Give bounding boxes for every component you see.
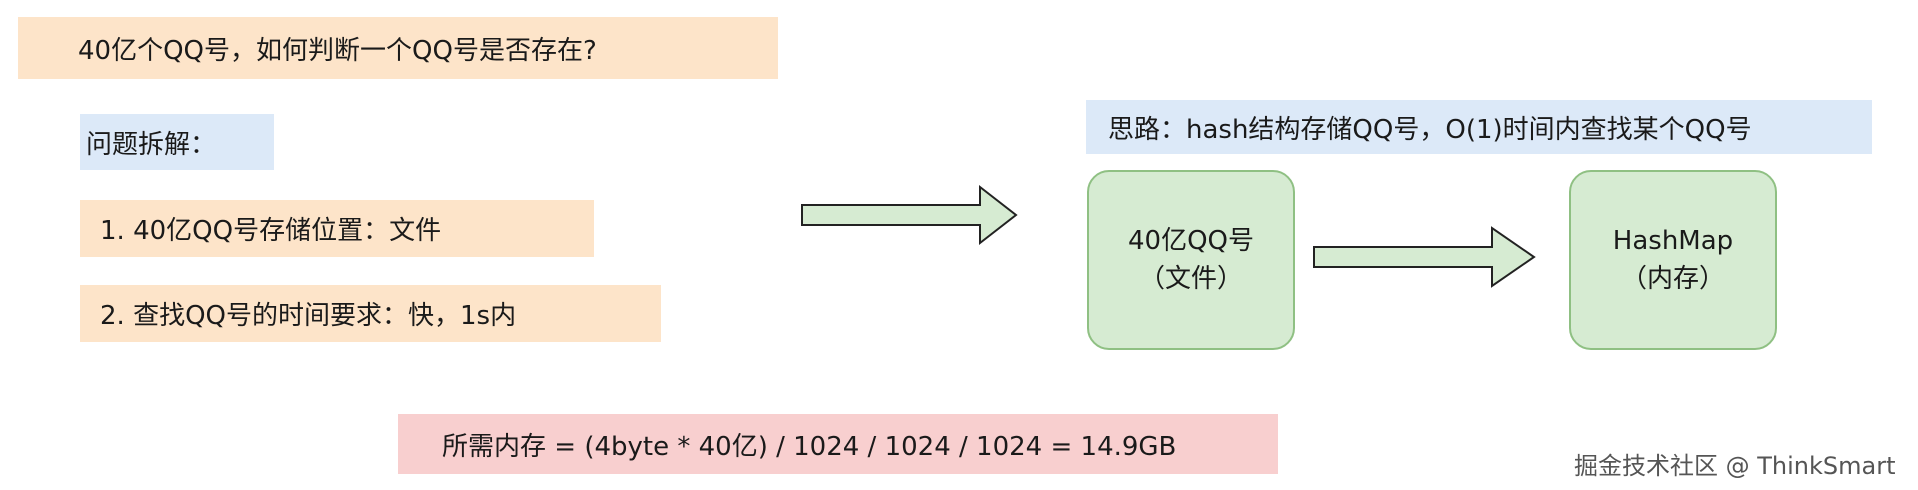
memory-formula-box: 所需内存 = (4byte * 40亿) / 1024 / 1024 / 102… — [398, 414, 1278, 474]
breakdown-item-1-text: 1. 40亿QQ号存储位置：文件 — [100, 216, 442, 246]
watermark: 掘金技术社区 @ ThinkSmart — [1574, 452, 1896, 480]
main-arrow — [801, 184, 1018, 246]
memory-formula-text: 所需内存 = (4byte * 40亿) / 1024 / 1024 / 102… — [442, 431, 1177, 462]
source-node-sublabel: （文件） — [1138, 264, 1243, 294]
breakdown-item-2: 2. 查找QQ号的时间要求：快，1s内 — [80, 285, 661, 342]
breakdown-item-1: 1. 40亿QQ号存储位置：文件 — [80, 200, 594, 257]
question-text: 40亿个QQ号，如何判断一个QQ号是否存在? — [78, 35, 597, 66]
breakdown-item-2-text: 2. 查找QQ号的时间要求：快，1s内 — [100, 301, 517, 331]
source-node: 40亿QQ号 （文件） — [1087, 170, 1295, 350]
question-box: 40亿个QQ号，如何判断一个QQ号是否存在? — [18, 17, 778, 79]
idea-box: 思路：hash结构存储QQ号，O(1)时间内查找某个QQ号 — [1086, 100, 1872, 154]
idea-text: 思路：hash结构存储QQ号，O(1)时间内查找某个QQ号 — [1108, 114, 1752, 145]
target-node-label: HashMap — [1612, 226, 1734, 256]
target-node-sublabel: （内存） — [1620, 264, 1725, 294]
breakdown-title-box: 问题拆解： — [80, 114, 274, 170]
breakdown-title: 问题拆解： — [86, 129, 217, 160]
source-node-label: 40亿QQ号 — [1127, 226, 1254, 256]
target-node: HashMap （内存） — [1569, 170, 1777, 350]
store-arrow — [1313, 226, 1536, 288]
